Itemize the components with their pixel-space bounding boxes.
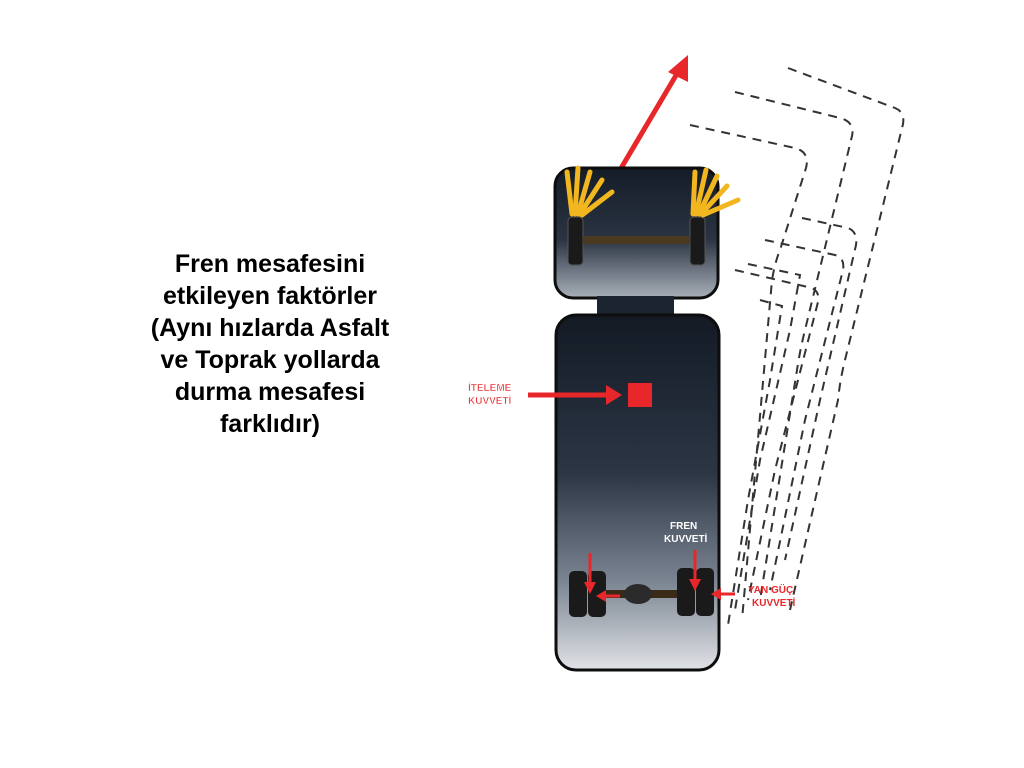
center-of-mass-marker bbox=[628, 383, 652, 407]
slide-text-block: Fren mesafesini etkileyen faktörler (Ayn… bbox=[110, 248, 430, 440]
svg-text:KUVVETİ: KUVVETİ bbox=[664, 532, 708, 545]
text-line: (Aynı hızlarda Asfalt bbox=[150, 314, 390, 342]
text-line: farklıdır) bbox=[219, 410, 321, 438]
rear-tire bbox=[677, 568, 695, 616]
dashed-path bbox=[787, 67, 905, 611]
rear-tire bbox=[569, 571, 587, 617]
svg-text:İTELEME: İTELEME bbox=[468, 381, 512, 394]
label-side-force: YAN GÜÇ KUVVETİ bbox=[748, 583, 796, 609]
rear-tire bbox=[696, 568, 714, 616]
svg-text:KUVVETİ: KUVVETİ bbox=[752, 596, 796, 609]
dashed-path bbox=[689, 124, 808, 621]
dashed-path bbox=[764, 239, 845, 591]
svg-text:KUVVETİ: KUVVETİ bbox=[468, 394, 512, 407]
text-line: durma mesafesi bbox=[174, 378, 366, 406]
truck-cab bbox=[553, 165, 741, 300]
dashed-path bbox=[727, 299, 784, 626]
skid-sparks-left bbox=[564, 165, 615, 218]
dashed-paths bbox=[689, 67, 905, 626]
svg-text:FREN: FREN bbox=[670, 521, 697, 532]
text-line: etkileyen faktörler bbox=[163, 282, 377, 310]
push-force-arrow bbox=[528, 383, 652, 407]
side-force-arrows bbox=[596, 588, 735, 602]
brake-force-arrows bbox=[584, 550, 701, 594]
dashed-path bbox=[734, 269, 820, 601]
truck-coupling bbox=[597, 296, 674, 318]
svg-text:YAN GÜÇ: YAN GÜÇ bbox=[748, 583, 793, 596]
dashed-path bbox=[734, 91, 854, 601]
skid-sparks-right bbox=[690, 167, 741, 218]
text-line: Fren mesafesini bbox=[174, 250, 366, 278]
truck-trailer bbox=[554, 313, 721, 672]
dashed-path bbox=[784, 217, 858, 561]
label-brake-force: FREN KUVVETİ bbox=[664, 521, 708, 545]
text-line: ve Toprak yollarda bbox=[160, 346, 380, 374]
direction-arrow bbox=[617, 55, 688, 172]
dashed-path bbox=[734, 263, 802, 611]
label-push-force: İTELEME KUVVETİ bbox=[468, 381, 512, 407]
